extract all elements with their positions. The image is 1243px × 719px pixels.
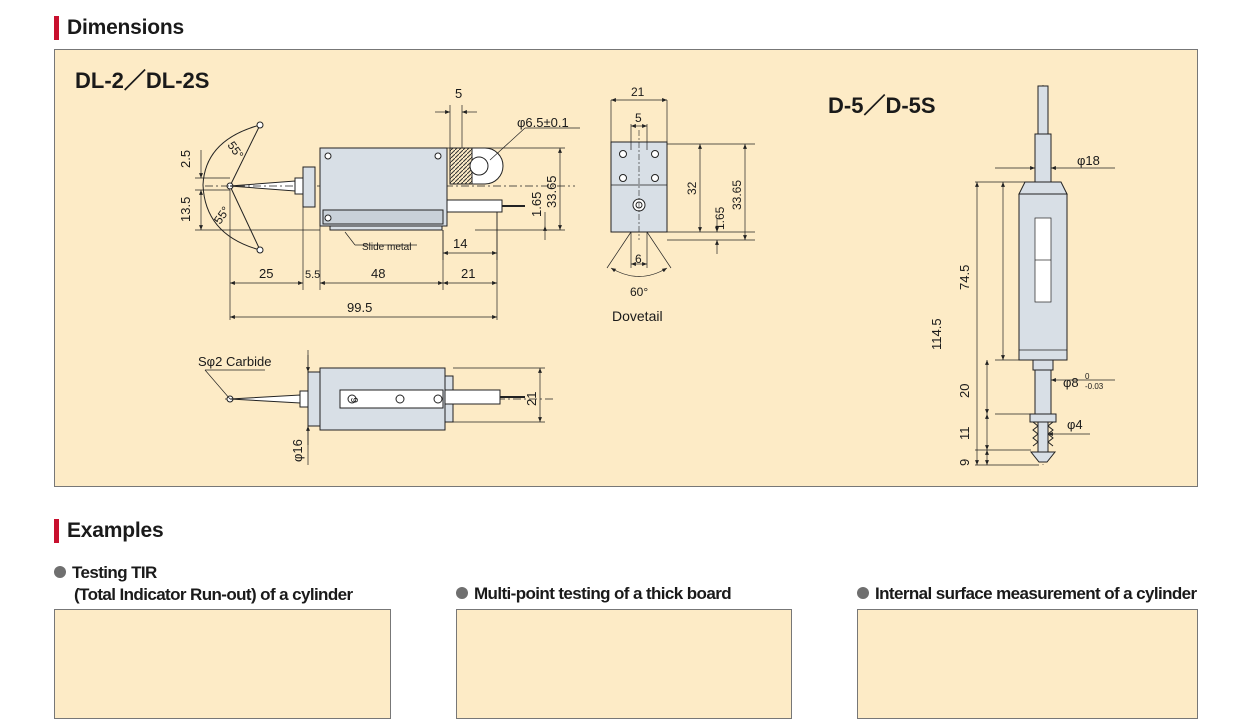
dim-side-21: 21 [524, 392, 539, 406]
example-2-image [456, 609, 792, 719]
dimensions-heading: Dimensions [54, 16, 184, 40]
dov-dim-33-65: 33.65 [730, 180, 744, 210]
dov-dim-21: 21 [631, 85, 645, 99]
dov-dim-6: 6 [635, 252, 642, 266]
slide-metal-label: Slide metal [362, 242, 411, 253]
dim-5-5: 5.5 [305, 269, 320, 281]
d5-dim-d8-tol-upper: 0 [1085, 372, 1090, 381]
d5-dim-74-5: 74.5 [957, 265, 972, 290]
dl2-side-dimension-labels: Sφ2 Carbide φ16 21 6 [198, 354, 539, 462]
d5-dim-d4: φ4 [1067, 417, 1083, 432]
d5-dim-d18: φ18 [1077, 153, 1100, 168]
dov-dim-32: 32 [685, 181, 699, 195]
dovetail-label: Dovetail [612, 308, 663, 324]
dim-5: 5 [455, 86, 462, 101]
d5-drawing [975, 85, 1115, 466]
dim-bore: φ6.5±0.1 [517, 115, 569, 130]
dov-angle: 60° [630, 285, 648, 299]
dl2-front-view [195, 105, 580, 320]
d5-dim-d8: φ8 [1063, 375, 1079, 390]
d5-labels: φ18 74.5 114.5 20 φ8 0 -0.03 11 φ4 9 [929, 153, 1104, 466]
dim-d16: φ16 [290, 439, 305, 462]
dim-25: 25 [259, 266, 273, 281]
dim-2-5: 2.5 [178, 150, 193, 168]
dov-dim-1-65: 1.65 [713, 206, 727, 230]
example-1-caption: Testing TIR (Total Indicator Run-out) of… [54, 562, 353, 606]
dim-48: 48 [371, 266, 385, 281]
dim-21: 21 [461, 266, 475, 281]
dim-1-65: 1.65 [529, 192, 544, 217]
dim-13-5: 13.5 [178, 197, 193, 222]
tip-carbide-label: Sφ2 Carbide [198, 354, 271, 369]
example-3-image [857, 609, 1198, 719]
example-3-caption: Internal surface measurement of a cylind… [857, 583, 1197, 605]
dl2-side-view [204, 350, 555, 465]
bullet-icon [54, 566, 66, 578]
dov-dim-5: 5 [635, 111, 642, 125]
model-title-dl2: DL-2／DL-2S [75, 68, 209, 93]
dovetail-drawing [606, 98, 755, 277]
dimension-drawings: DL-2／DL-2S [75, 68, 1115, 466]
d5-dim-11: 11 [957, 427, 972, 441]
d5-dim-d8-tol-lower: -0.03 [1085, 382, 1104, 391]
dim-14: 14 [453, 236, 467, 251]
example-2-caption: Multi-point testing of a thick board [456, 583, 732, 605]
example-1-image [54, 609, 391, 719]
examples-heading: Examples [54, 519, 164, 543]
dim-side-6: 6 [350, 397, 361, 403]
bullet-icon [456, 587, 468, 599]
dim-33-65: 33.65 [544, 175, 559, 208]
dimensions-panel: DL-2／DL-2S [54, 49, 1198, 487]
d5-dim-9: 9 [957, 459, 972, 466]
model-title-d5: D-5／D-5S [828, 93, 936, 118]
d5-dim-114-5: 114.5 [929, 318, 944, 350]
bullet-icon [857, 587, 869, 599]
d5-dim-20: 20 [957, 384, 972, 398]
dim-99-5: 99.5 [347, 300, 372, 315]
dovetail-labels: 21 5 32 33.65 1.65 6 60° Dovetail [612, 85, 744, 324]
